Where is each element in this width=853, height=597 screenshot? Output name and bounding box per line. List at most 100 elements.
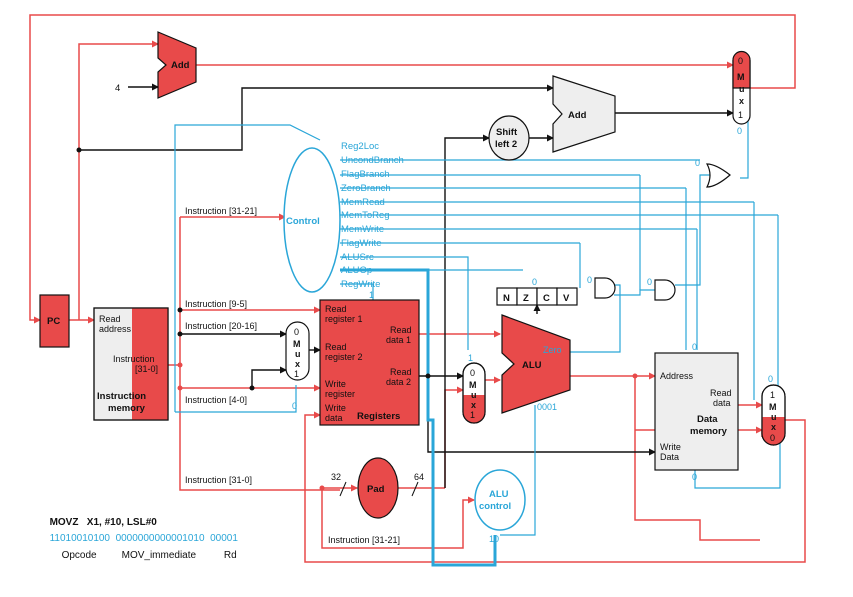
instr-field-imm: MOV_immediate	[121, 550, 197, 561]
reg2loc-select-0: 0	[292, 401, 297, 411]
instr-4-0: Instruction [4-0]	[185, 395, 247, 405]
pc-mux-letter-x: x	[739, 96, 744, 106]
branch-adder: Add	[552, 75, 616, 153]
memtoreg-mux-in1: 1	[770, 390, 775, 400]
or-in-value: 0	[695, 158, 700, 168]
shift-left-label-1: Shift	[496, 127, 518, 138]
im-instruction: Instruction	[113, 354, 155, 364]
instr-operands: X1, #10, LSL#0	[86, 517, 157, 528]
flagwrite-value: 0	[532, 277, 537, 287]
alu-label: ALU	[522, 360, 542, 371]
instruction-example-line: MOVZ X1, #10, LSL#0	[44, 506, 157, 528]
reg-write-2: register	[325, 389, 355, 399]
instr-31-21-bottom: Instruction [31-21]	[328, 535, 400, 545]
im-title-2: memory	[108, 403, 146, 414]
control-signal-labels: Reg2Loc UncondBranch FlagBranch ZeroBran…	[341, 141, 404, 290]
dm-address: Address	[660, 371, 694, 381]
pc-mux-in0: 0	[738, 56, 743, 66]
signal-zerobranch: ZeroBranch	[341, 183, 391, 194]
data-memory: Address Read data Data memory Write Data	[654, 352, 739, 471]
signal-aluop: ALUOp	[341, 265, 372, 276]
dm-write-1: Write	[660, 442, 681, 452]
alusrc-select-1: 1	[468, 353, 473, 363]
instr-field-opcode: Opcode	[61, 550, 97, 561]
dm-write-2: Data	[660, 452, 679, 462]
pad-label: Pad	[367, 484, 385, 495]
signal-reg2loc: Reg2Loc	[341, 141, 379, 152]
reg2loc-mux-u: u	[295, 349, 301, 359]
instruction-memory: Read address Instruction [31-0] Instruct…	[93, 307, 169, 421]
wire-junctions	[76, 147, 431, 391]
memtoreg-mux-x: x	[771, 422, 776, 432]
instr-31-0: Instruction [31-0]	[185, 475, 252, 485]
instruction-fields-line: Opcode MOV_immediate Rd	[56, 539, 237, 561]
flag-and-gate	[594, 277, 616, 299]
reg2loc-mux: 0 M u x 1	[285, 321, 310, 381]
alu-op-value: 0001	[537, 402, 557, 412]
reg-rdata2-2: data 2	[386, 377, 411, 387]
pad-in-width: 32	[331, 472, 341, 482]
alu-control-label-2: control	[479, 501, 511, 512]
blue-wires	[174, 120, 781, 536]
flag-v: V	[563, 293, 570, 304]
registers-title: Registers	[357, 411, 400, 422]
flag-c: C	[543, 293, 550, 304]
flags-register: N Z C V	[496, 287, 578, 306]
instr-binary-rd: 00001	[210, 533, 238, 544]
signal-memtoreg: MemToReg	[341, 210, 390, 221]
alusrc-mux-u: u	[471, 390, 477, 400]
signal-uncondbranch: UncondBranch	[341, 155, 404, 166]
reg2loc-mux-m: M	[293, 339, 301, 349]
pc-adder-label: Add	[171, 60, 190, 71]
pc-label: PC	[47, 316, 60, 327]
zero-and-gate	[654, 279, 676, 301]
memread-value: 0	[692, 342, 697, 352]
instr-mnemonic: MOVZ	[49, 517, 79, 528]
im-title-1: Instruction	[97, 391, 146, 402]
signal-flagbranch: FlagBranch	[341, 169, 390, 180]
shift-left-label-2: left 2	[495, 139, 517, 150]
reg-wdata-2: data	[325, 413, 343, 423]
alusrc-mux: 0 M u x 1	[462, 362, 486, 424]
control-label: Control	[286, 216, 320, 227]
alusrc-mux-in0: 0	[470, 368, 475, 378]
alu-control-label-1: ALU	[489, 489, 509, 500]
signal-alusrc: ALUSrc	[341, 252, 374, 263]
instr-31-21-top: Instruction [31-21]	[185, 206, 257, 216]
pad-extender: Pad 32 64	[331, 457, 424, 519]
reg-wdata-1: Write	[325, 403, 346, 413]
pad-out-width: 64	[414, 472, 424, 482]
instr-field-rd: Rd	[223, 550, 237, 561]
memtoreg-select-0: 0	[768, 374, 773, 384]
regwrite-value: 1	[369, 290, 374, 300]
alu: ALU Zero 0001	[501, 314, 571, 414]
reg-write-1: Write	[325, 379, 346, 389]
reg2loc-mux-x: x	[295, 359, 300, 369]
reg-rdata1-1: Read	[390, 325, 412, 335]
flag-z: Z	[523, 293, 529, 304]
alu-control: ALU control 10	[474, 469, 526, 544]
memwrite-value: 0	[692, 472, 697, 482]
branch-adder-label: Add	[568, 110, 587, 121]
branch-or-gate	[705, 163, 731, 188]
pc-adder: Add	[157, 31, 197, 99]
instruction-binary-line: 11010010100 0000000000001010 00001	[44, 522, 238, 544]
instr-binary-imm: 0000000000001010	[115, 533, 205, 544]
reg-rdata2-1: Read	[390, 367, 412, 377]
signal-regwrite: RegWrite	[341, 279, 380, 290]
reg-rdata1-2: data 1	[386, 335, 411, 345]
control-unit: Control	[283, 147, 341, 293]
reg-read1-2: register 1	[325, 314, 363, 324]
reg2loc-mux-in1: 1	[294, 369, 299, 379]
instruction-field-labels: Instruction [31-21] Instruction [9-5] In…	[185, 206, 400, 545]
constant-four: 4	[115, 83, 120, 94]
reg-read2-2: register 2	[325, 352, 363, 362]
memtoreg-mux-u: u	[771, 412, 777, 422]
pc-register: PC	[39, 294, 70, 348]
instr-20-16: Instruction [20-16]	[185, 321, 257, 331]
memtoreg-mux: 1 M u x 0	[761, 384, 786, 446]
zero-and-in: 0	[647, 277, 652, 287]
dm-title-2: memory	[690, 426, 728, 437]
memtoreg-mux-in0: 0	[770, 433, 775, 443]
dm-title-1: Data	[697, 414, 718, 425]
